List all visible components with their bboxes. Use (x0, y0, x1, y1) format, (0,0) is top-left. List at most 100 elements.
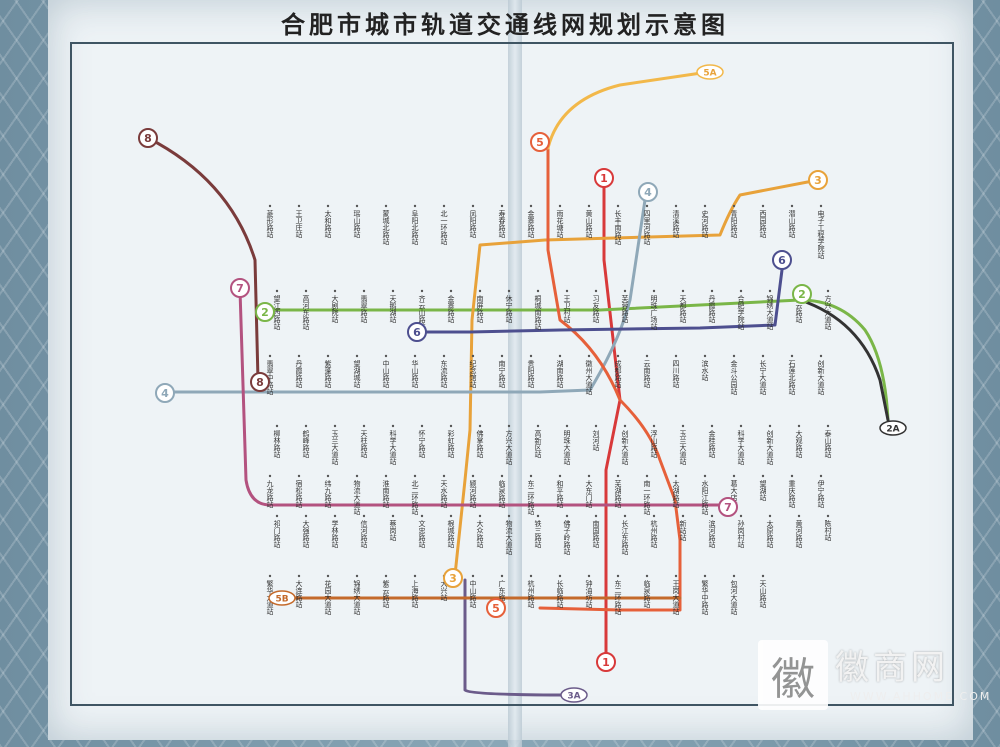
station-dot (449, 514, 453, 518)
line-6-route (418, 260, 785, 334)
station-dot (529, 354, 533, 358)
station-dot (362, 424, 366, 428)
station-label: 华山路站 (411, 359, 419, 389)
station-label: 钟油坊站 (585, 579, 593, 609)
station-dot (304, 289, 308, 293)
line-2-route (260, 298, 890, 422)
station-dot (507, 289, 511, 293)
station-dot (529, 574, 533, 578)
station-label: 习友路站 (592, 295, 600, 324)
station-label: 北二环路站 (411, 480, 419, 516)
station-label: 菱形路站 (266, 209, 274, 239)
station-dot (391, 424, 395, 428)
station-dot (355, 574, 359, 578)
tag-5b-label: 5B (275, 595, 288, 605)
station-label: 长江东路站 (621, 519, 629, 556)
tag-5a-label: 5A (703, 69, 716, 79)
station-label: 太原路站 (766, 519, 774, 549)
line-7-badge: 7 (230, 278, 250, 298)
station-label: 丹霞路站 (708, 295, 716, 324)
station-label: 柳林路站 (273, 429, 281, 459)
line-4-badge-end-label: 4 (644, 186, 652, 199)
station-dot (790, 474, 794, 478)
station-label: 怀宁路站 (418, 429, 426, 459)
station-dot (449, 289, 453, 293)
station-label: 王卫村站 (563, 295, 571, 324)
station-label: 大兴站 (440, 579, 448, 602)
line-4-route (166, 186, 650, 394)
station-dot (304, 424, 308, 428)
station-dot (732, 474, 736, 478)
station-dot (500, 574, 504, 578)
station-label: 高新区站 (534, 429, 542, 459)
station-label: 创新大道站 (817, 359, 825, 396)
station-dot (587, 474, 591, 478)
station-dot (297, 574, 301, 578)
station-dot (326, 354, 330, 358)
station-dot (384, 204, 388, 208)
station-label: 望湖站 (759, 479, 767, 502)
station-label: 纪念馆站 (469, 359, 477, 389)
station-dot (391, 514, 395, 518)
station-dot (413, 204, 417, 208)
station-label: 根城路站 (447, 519, 455, 549)
line-3-badge: 3 (443, 568, 463, 588)
station-label: 黄山路站 (585, 209, 593, 239)
station-label: 中山路站 (382, 359, 390, 389)
station-dot (587, 574, 591, 578)
station-dot (623, 514, 627, 518)
station-dot (761, 574, 765, 578)
station-label: 紫蓬路站 (324, 360, 332, 389)
station-label: 物流大道站 (353, 479, 361, 516)
station-dot (275, 514, 279, 518)
station-label: 陈村站 (824, 519, 832, 542)
station-dot (391, 289, 395, 293)
station-dot (623, 424, 627, 428)
station-dot (413, 574, 417, 578)
station-dot (674, 354, 678, 358)
station-label: 杭州路站 (650, 519, 658, 549)
station-label: 花园大道站 (324, 579, 332, 616)
station-label: 玉兰大道站 (679, 430, 687, 466)
station-dot (471, 204, 475, 208)
station-dot (594, 424, 598, 428)
station-dot (420, 424, 424, 428)
station-label: 创新大道站 (621, 429, 629, 466)
station-label: 葛大店站 (730, 479, 738, 509)
line-8-badge-end: 8 (250, 372, 270, 392)
station-label: 创新大道站 (766, 429, 774, 466)
station-label: 天山路站 (759, 580, 767, 609)
watermark-logo: 徽 (758, 640, 828, 710)
station-dot (732, 354, 736, 358)
station-dot (739, 289, 743, 293)
line-1-badge-label: 1 (600, 172, 608, 185)
station-dot (275, 289, 279, 293)
station-label: 翡翠中路站 (266, 359, 274, 396)
station-label: 铁三路站 (534, 519, 542, 549)
station-dot (471, 474, 475, 478)
station-dot (536, 514, 540, 518)
station-label: 天鹅湖站 (389, 295, 397, 324)
station-dot (761, 354, 765, 358)
station-dot (471, 354, 475, 358)
station-dot (565, 289, 569, 293)
line-2-badge-end-label: 2 (798, 288, 806, 301)
station-dot (645, 204, 649, 208)
station-label: 史河路站 (701, 209, 709, 239)
station-label: 雨花塘站 (556, 210, 564, 239)
station-dot (732, 574, 736, 578)
line-5-badge-label: 5 (536, 136, 544, 149)
station-dot (355, 204, 359, 208)
station-label: 伊宁路站 (817, 479, 825, 509)
station-label: 东流路站 (440, 359, 448, 389)
station-label: 南国路站 (592, 519, 600, 549)
station-label: 佛掌路站 (476, 429, 484, 459)
station-label: 金寨路站 (527, 209, 535, 239)
line-5a-route (546, 70, 710, 150)
station-dot (565, 514, 569, 518)
station-dot (710, 514, 714, 518)
station-label: 和平路站 (556, 479, 564, 509)
tag-3a: 3A (560, 687, 588, 703)
station-dot (739, 424, 743, 428)
line-8-route (146, 136, 260, 382)
